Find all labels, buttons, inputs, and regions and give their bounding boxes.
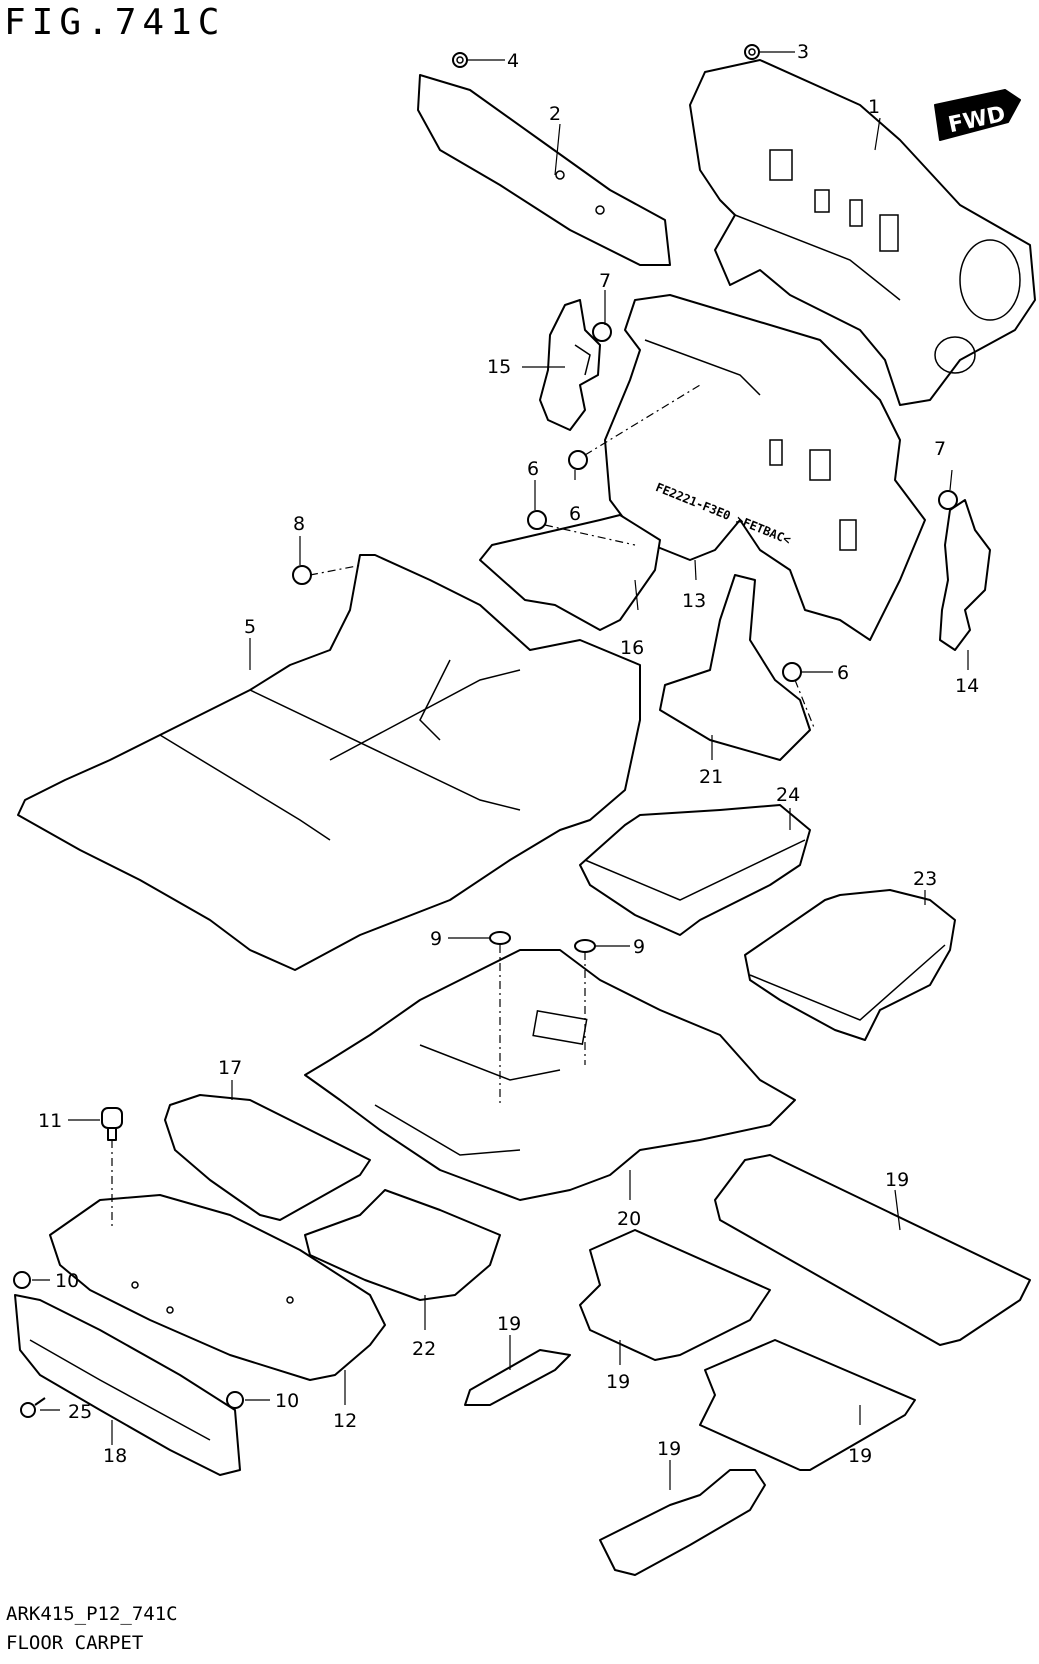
- callout-16: 16: [620, 637, 644, 659]
- callout-5: 5: [244, 616, 256, 638]
- part-19-mat-d: [464, 1349, 571, 1406]
- callout-19d: 19: [848, 1445, 872, 1467]
- part-17-board: [164, 1094, 371, 1221]
- part-15-bracket: [539, 299, 601, 431]
- part-12-panel: [49, 1194, 386, 1381]
- fastener-6b: [527, 510, 547, 530]
- callout-6c: 6: [837, 662, 849, 684]
- fastener-8: [292, 565, 312, 585]
- alignment-line-6b: [544, 524, 636, 546]
- callout-4: 4: [507, 50, 519, 72]
- callout-6b: 6: [569, 503, 581, 525]
- part-19-mat-e: [599, 1469, 766, 1576]
- callout-7a: 7: [599, 270, 611, 292]
- part-21-pad: [659, 574, 811, 761]
- fastener-4: [452, 52, 468, 68]
- callout-9a: 9: [430, 928, 442, 950]
- fastener-10b: [226, 1391, 244, 1409]
- callout-18: 18: [103, 1445, 127, 1467]
- callout-12: 12: [333, 1410, 357, 1432]
- alignment-line-6a: [584, 384, 701, 456]
- fastener-3: [744, 44, 760, 60]
- part-19-mat-b: [579, 1229, 771, 1361]
- callout-13: 13: [682, 590, 706, 612]
- part-22-board: [304, 1189, 501, 1301]
- callout-17: 17: [218, 1057, 242, 1079]
- part-5-floor-carpet: [17, 554, 641, 971]
- part-19-mat-a: [714, 1154, 1031, 1346]
- part-2-panel: [417, 74, 671, 266]
- callout-7b: 7: [934, 438, 946, 460]
- callout-22: 22: [412, 1338, 436, 1360]
- fastener-7a: [592, 322, 612, 342]
- part-14-bracket: [939, 499, 991, 651]
- figure-title: FIG.741C: [4, 2, 226, 43]
- callout-2: 2: [549, 103, 561, 125]
- callout-19e: 19: [657, 1438, 681, 1460]
- fastener-11: [101, 1107, 123, 1141]
- part-20-rear-floor-carpet: [304, 949, 796, 1201]
- fastener-6a: [568, 450, 588, 470]
- callout-3: 3: [797, 41, 809, 63]
- callout-19b: 19: [497, 1313, 521, 1335]
- callout-11: 11: [38, 1110, 62, 1132]
- callout-25: 25: [68, 1401, 92, 1423]
- callout-20: 20: [617, 1208, 641, 1230]
- leader-lines: [32, 51, 969, 1490]
- callout-19a: 19: [885, 1169, 909, 1191]
- fastener-9b: [574, 939, 596, 953]
- part-16-pad: [479, 514, 661, 631]
- part-1-dash-silencer: [689, 59, 1036, 406]
- part-19-mat-c: [699, 1339, 916, 1471]
- callout-10a: 10: [55, 1270, 79, 1292]
- figure-code: ARK415_P12_741C: [6, 1603, 178, 1625]
- callout-24: 24: [776, 784, 800, 806]
- alignment-line-8: [309, 564, 363, 576]
- part-18-trim: [14, 1294, 241, 1476]
- part-24-tray: [579, 804, 811, 936]
- figure-caption: FLOOR CARPET: [6, 1632, 144, 1654]
- fastener-7b: [938, 490, 958, 510]
- callout-14: 14: [955, 675, 979, 697]
- callout-9b: 9: [633, 936, 645, 958]
- callout-8: 8: [293, 513, 305, 535]
- callout-1: 1: [868, 96, 880, 118]
- part-23-tray: [744, 889, 956, 1041]
- callout-23: 23: [913, 868, 937, 890]
- fastener-25: [20, 1397, 46, 1418]
- fastener-6c: [782, 662, 802, 682]
- callout-21: 21: [699, 766, 723, 788]
- fastener-9a: [489, 931, 511, 945]
- callout-10b: 10: [275, 1390, 299, 1412]
- callout-19c: 19: [606, 1371, 630, 1393]
- callout-15: 15: [487, 356, 511, 378]
- callout-6a: 6: [527, 458, 539, 480]
- part-13-dash-insulator: FE2221-F3E0 >FETBAC<: [604, 294, 926, 641]
- fwd-direction-badge: FWD: [934, 89, 1021, 141]
- fastener-10a: [13, 1271, 31, 1289]
